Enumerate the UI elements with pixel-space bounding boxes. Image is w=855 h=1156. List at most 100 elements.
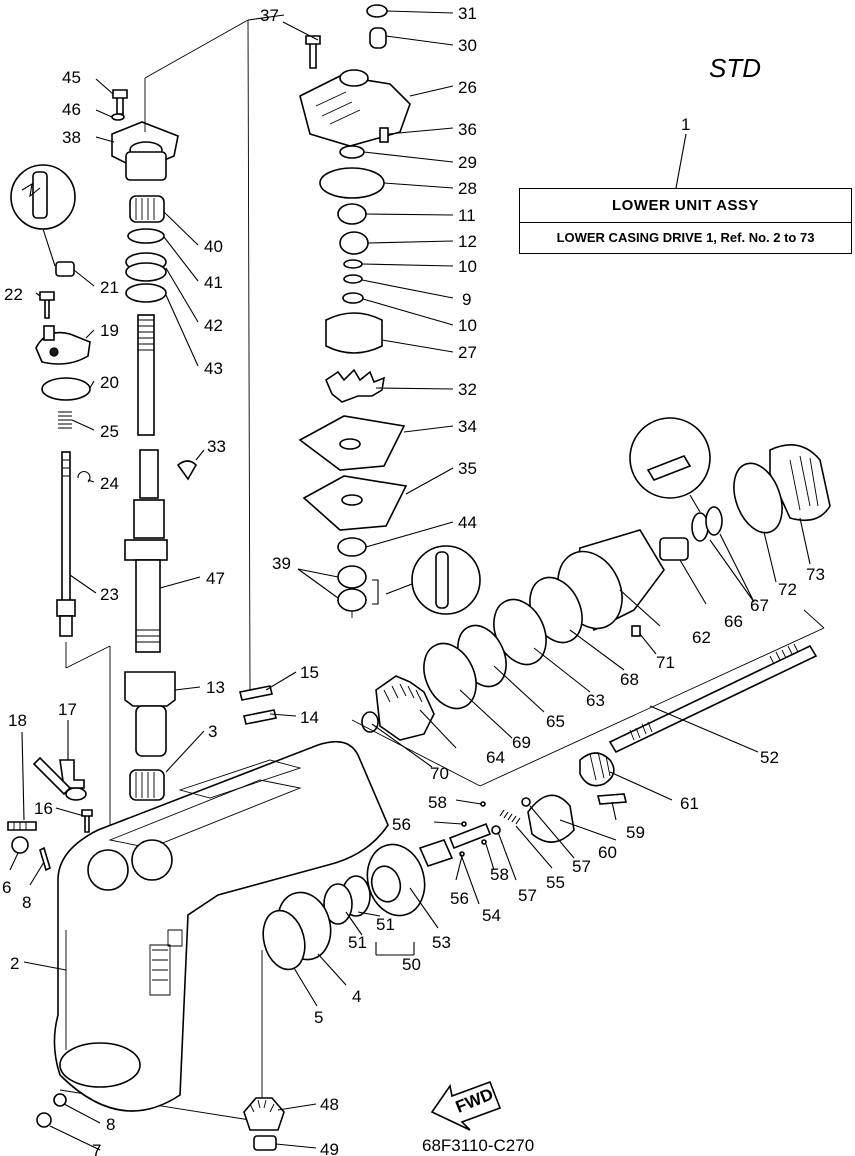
callout-6: 6	[2, 878, 11, 897]
dog-clutch	[527, 794, 575, 843]
ball-57b	[521, 797, 531, 807]
bracket-tab	[43, 325, 55, 341]
callout-9: 9	[462, 290, 471, 309]
spring-part	[58, 411, 72, 429]
callout-7: 7	[92, 1141, 101, 1156]
callout-47: 47	[206, 569, 225, 588]
callout-48: 48	[320, 1095, 339, 1114]
callout-33: 33	[207, 437, 226, 456]
propeller-shaft-group	[243, 417, 831, 1151]
cap-73	[769, 444, 831, 522]
callout-62: 62	[692, 628, 711, 647]
callout-5: 5	[314, 1008, 323, 1027]
callout-72: 72	[778, 580, 797, 599]
drive-o-ring	[125, 283, 167, 303]
sleeve-body	[135, 705, 167, 757]
lower-bearing	[129, 769, 165, 801]
callout-11: 11	[458, 206, 476, 225]
callout-3: 3	[208, 722, 217, 741]
plug-part	[11, 836, 29, 854]
callout-13: 13	[206, 678, 225, 697]
callout-45: 45	[62, 68, 81, 87]
callout-52: 52	[760, 748, 779, 767]
water-tube-grommet	[369, 27, 387, 49]
callout-41: 41	[204, 273, 223, 292]
pump-bolt	[305, 35, 321, 69]
callout-36: 36	[458, 120, 477, 139]
lower-casing-group	[53, 740, 389, 1112]
callout-10a: 10	[458, 257, 477, 276]
lower-casing	[53, 740, 389, 1112]
callout-23: 23	[100, 585, 119, 604]
callout-64: 64	[486, 748, 505, 767]
washer-10b	[342, 292, 364, 304]
hose-part	[32, 756, 72, 796]
bearing-51b	[323, 883, 353, 925]
callout-15: 15	[300, 663, 319, 682]
pump-cartridge	[325, 312, 383, 354]
shim-5	[262, 909, 306, 971]
callout-58b: 58	[490, 865, 509, 884]
housing-bolt	[112, 89, 128, 115]
callout-55: 55	[546, 873, 565, 892]
bearing-39a	[337, 565, 367, 589]
callout-51a: 51	[348, 933, 367, 952]
callout-31: 31	[458, 4, 477, 23]
callout-53: 53	[432, 933, 451, 952]
callout-42: 42	[204, 316, 223, 335]
clip-part	[77, 471, 91, 483]
callout-20: 20	[100, 373, 119, 392]
callout-57a: 57	[518, 886, 537, 905]
callout-66: 66	[724, 612, 743, 631]
callout-46: 46	[62, 100, 81, 119]
callout-56a: 56	[392, 815, 411, 834]
ring-72	[733, 462, 783, 534]
washer-9	[343, 274, 363, 284]
callout-2: 2	[10, 954, 19, 973]
callout-4: 4	[352, 987, 361, 1006]
assembly-title: LOWER UNIT ASSY	[520, 189, 851, 223]
pin-56a	[461, 821, 467, 827]
callout-26: 26	[458, 78, 477, 97]
shift-detail-symbol	[21, 182, 41, 198]
drive-shaft-collar	[133, 499, 165, 539]
callout-35: 35	[458, 459, 477, 478]
lower-plug-part	[36, 1112, 52, 1128]
callout-40: 40	[204, 237, 223, 256]
drain-bolt	[81, 809, 93, 833]
collar-44	[337, 537, 367, 557]
shift-plunger	[448, 822, 492, 850]
impeller	[325, 368, 386, 403]
callout-39: 39	[272, 554, 291, 573]
hose-clip	[65, 787, 87, 801]
callout-67: 67	[750, 596, 769, 615]
callout-69: 69	[512, 733, 531, 752]
dowel-pin-2	[243, 709, 277, 725]
bearing-39b	[337, 588, 367, 612]
screw-part	[7, 821, 37, 831]
callout-60: 60	[598, 843, 617, 862]
cam-follower	[418, 839, 454, 867]
pump-seal	[337, 203, 367, 225]
callout-56b: 56	[450, 889, 469, 908]
callout-24: 24	[100, 474, 119, 493]
callout-61: 61	[680, 794, 699, 813]
callout-12: 12	[458, 232, 477, 251]
std-label: STD	[709, 53, 761, 83]
fwd-arrow: FWD	[430, 1080, 502, 1131]
callout-14: 14	[300, 708, 319, 727]
pin-58b	[481, 839, 487, 845]
pump-o-ring	[339, 145, 365, 159]
drive-shaft-flange	[124, 539, 168, 561]
sleeve-part	[124, 671, 176, 707]
assembly-info-box: LOWER UNIT ASSY LOWER CASING DRIVE 1, Re…	[519, 188, 852, 254]
callout-49: 49	[320, 1140, 339, 1156]
lower-gasket-part	[53, 1093, 67, 1107]
pinion-gear	[243, 1097, 285, 1131]
callout-65: 65	[546, 712, 565, 731]
washer-10a	[343, 259, 363, 269]
housing-washer	[111, 113, 125, 121]
spring-55	[499, 809, 521, 825]
